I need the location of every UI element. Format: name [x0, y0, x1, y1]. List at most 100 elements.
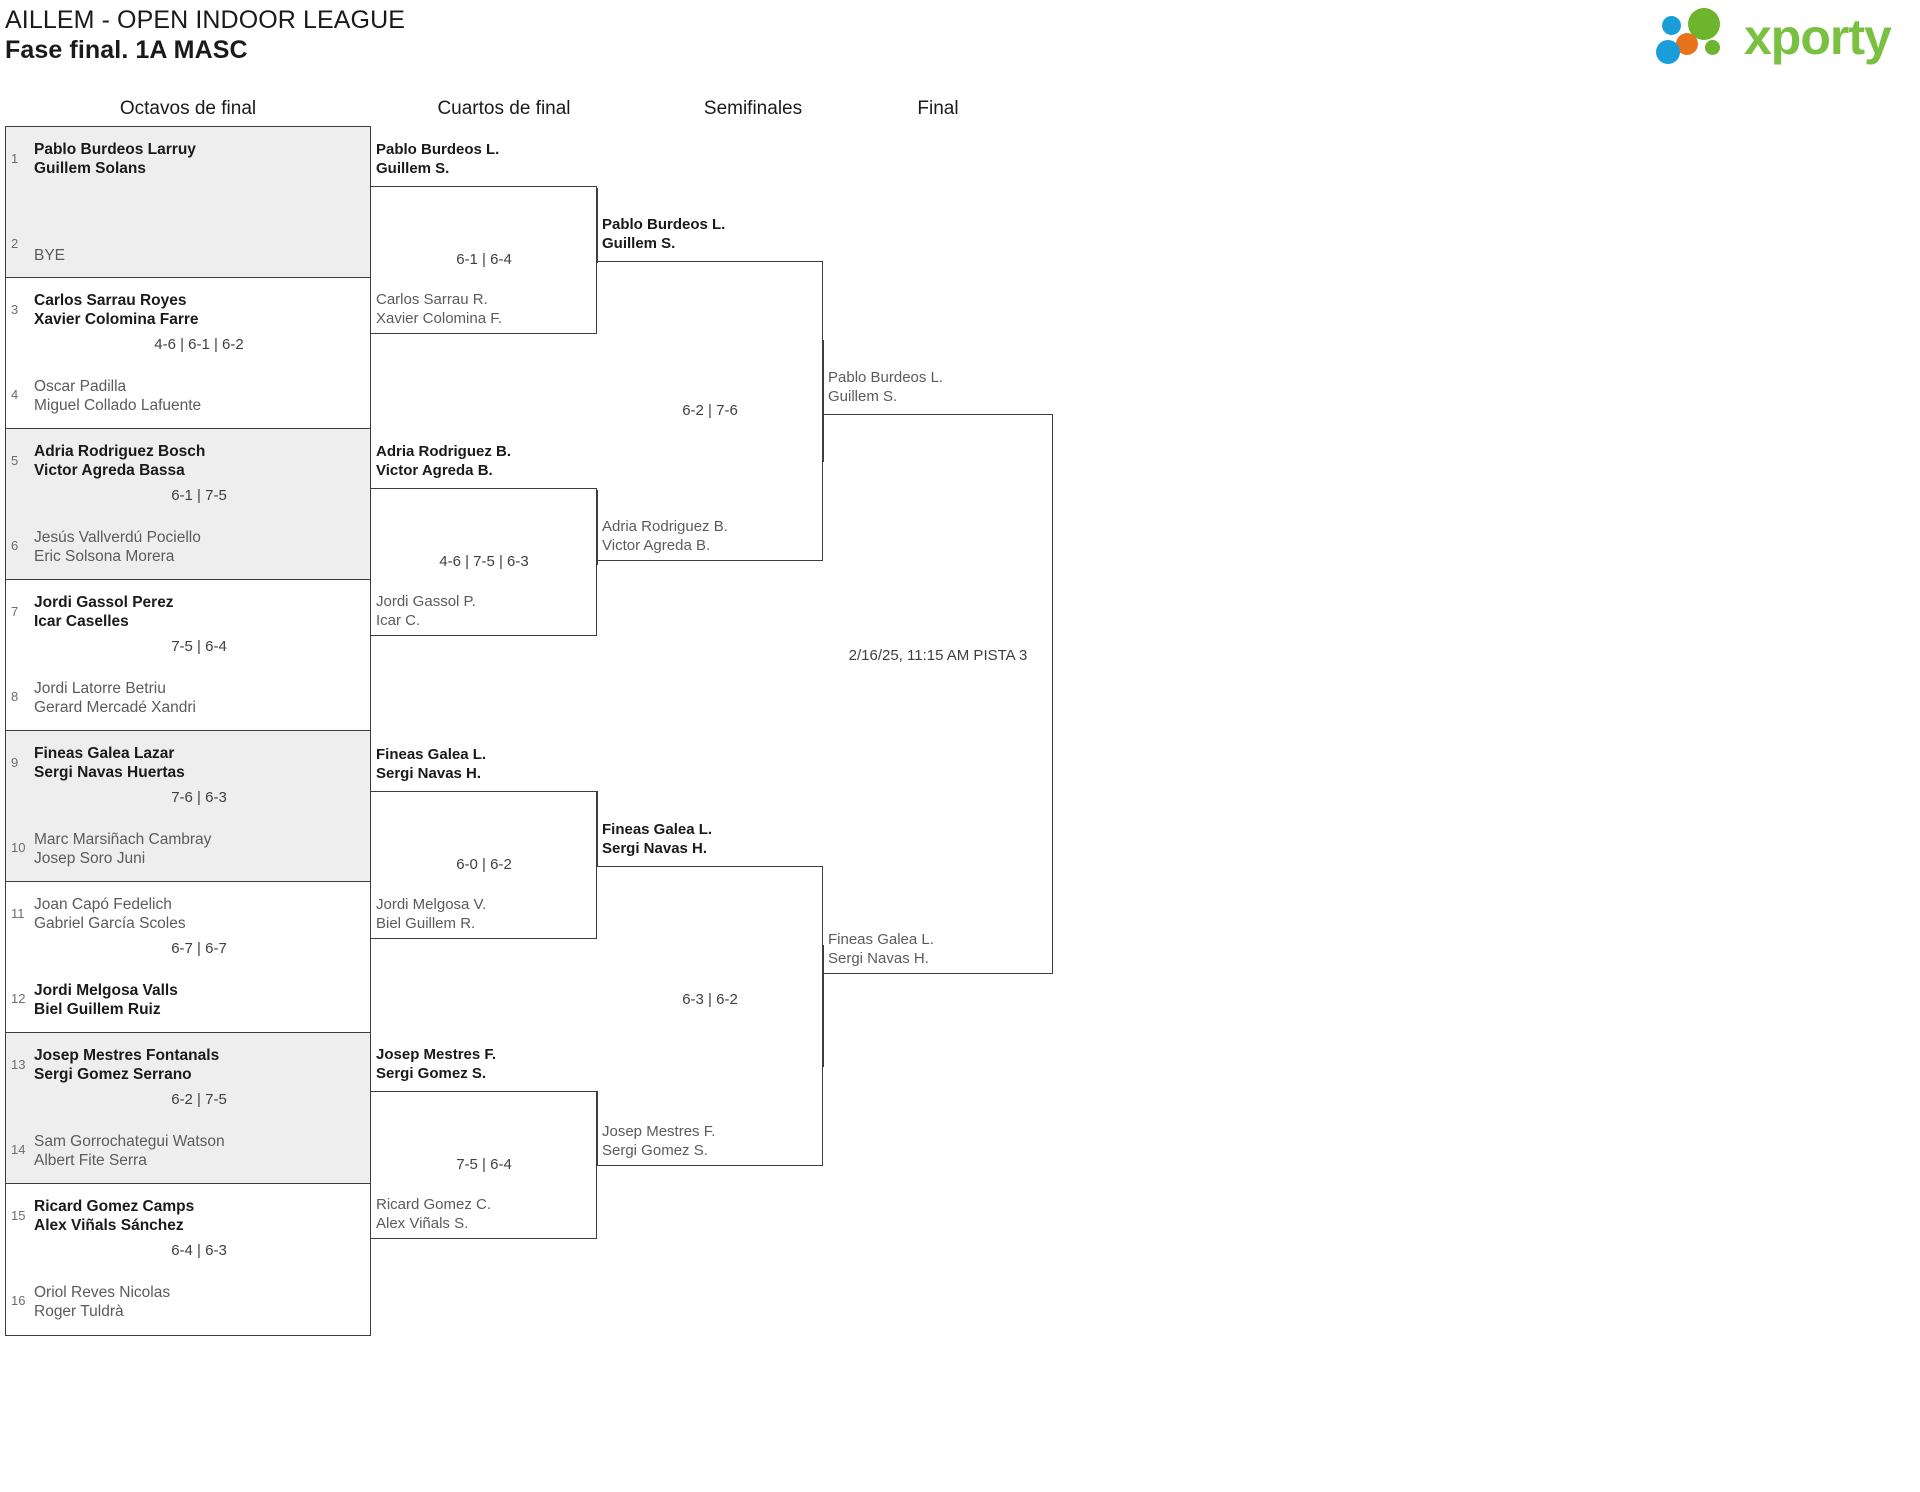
team-top: Adria Rodriguez Bosch Victor Agreda Bass… — [34, 442, 364, 480]
team-bottom: Fineas Galea L. Sergi Navas H. — [828, 930, 934, 968]
connector-line — [597, 490, 598, 565]
match-bracket-box — [371, 1091, 597, 1239]
logo-dot-orange — [1676, 33, 1698, 55]
team-player2: Miguel Collado Lafuente — [34, 397, 202, 414]
team-player2: Icar Caselles — [34, 613, 129, 630]
seed-number: 5 — [11, 453, 19, 468]
match-score: 6-4 | 6-3 — [171, 1242, 227, 1259]
round2-match[interactable]: Pablo Burdeos L. Guillem S. 6-1 | 6-4 Ca… — [371, 140, 597, 350]
seed-number: 10 — [11, 840, 26, 855]
team-player2: Sergi Navas H. — [828, 950, 929, 967]
match-bracket-box — [371, 488, 597, 636]
round2-match[interactable]: Fineas Galea L. Sergi Navas H. 6-0 | 6-2… — [371, 745, 597, 955]
logo-dot-green-small — [1705, 40, 1720, 55]
seed-number: 2 — [11, 236, 19, 251]
team-player1: Jordi Melgosa V. — [376, 896, 487, 913]
team-bottom: Adria Rodriguez B. Victor Agreda B. — [602, 517, 728, 555]
team-player1: Jordi Gassol Perez — [34, 594, 174, 611]
team-top: Ricard Gomez Camps Alex Viñals Sánchez — [34, 1197, 364, 1235]
match-score: 6-3 | 6-2 — [682, 991, 738, 1008]
connector-line — [597, 791, 598, 866]
match-bracket-box — [823, 414, 1053, 974]
round3-match[interactable]: Pablo Burdeos L. Guillem S. 6-2 | 7-6 Ad… — [597, 215, 823, 585]
seed-number: 1 — [11, 151, 19, 166]
team-player1: Oscar Padilla — [34, 378, 127, 395]
connector-line — [597, 1091, 598, 1166]
team-player2: Victor Agreda B. — [376, 462, 493, 479]
seed-number: 9 — [11, 755, 19, 770]
team-player1: Adria Rodriguez B. — [602, 518, 728, 535]
team-player1: Josep Mestres F. — [602, 1123, 716, 1140]
team-player2: Icar C. — [376, 612, 421, 629]
round3-match[interactable]: Fineas Galea L. Sergi Navas H. 6-3 | 6-2… — [597, 820, 823, 1190]
match-score: 6-1 | 6-4 — [456, 251, 512, 268]
team-player1: Jordi Gassol P. — [376, 593, 476, 610]
round1-match[interactable]: 15 Ricard Gomez Camps Alex Viñals Sánche… — [6, 1184, 370, 1335]
match-score: 6-1 | 7-5 — [171, 487, 227, 504]
team-player1: Fineas Galea L. — [828, 931, 934, 948]
page-subtitle: Fase final. 1A MASC — [5, 36, 248, 64]
round1-match[interactable]: 11 Joan Capó Fedelich Gabriel García Sco… — [6, 882, 370, 1033]
connector-line — [597, 188, 598, 263]
round1-match[interactable]: 3 Carlos Sarrau Royes Xavier Colomina Fa… — [6, 278, 370, 429]
match-score: 6-2 | 7-5 — [171, 1091, 227, 1108]
team-player1: Oriol Reves Nicolas — [34, 1284, 171, 1301]
team-player2: Josep Soro Juni — [34, 850, 146, 867]
seed-number: 16 — [11, 1293, 26, 1308]
match-score: 7-6 | 6-3 — [171, 789, 227, 806]
round1-match[interactable]: 1 Pablo Burdeos Larruy Guillem Solans 2 … — [6, 127, 370, 278]
team-player1: Jesús Vallverdú Pociello — [34, 529, 201, 546]
team-top: Jordi Gassol Perez Icar Caselles — [34, 593, 364, 631]
match-schedule: 2/16/25, 11:15 AM PISTA 3 — [848, 647, 1028, 664]
seed-number: 4 — [11, 387, 19, 402]
team-bottom: Josep Mestres F. Sergi Gomez S. — [602, 1122, 715, 1160]
match-score: 7-5 | 6-4 — [456, 1156, 512, 1173]
round2-match[interactable]: Josep Mestres F. Sergi Gomez S. 7-5 | 6-… — [371, 1045, 597, 1255]
logo-wordmark: xporty — [1744, 9, 1892, 65]
team-top: Carlos Sarrau Royes Xavier Colomina Farr… — [34, 291, 364, 329]
round1-match[interactable]: 5 Adria Rodriguez Bosch Victor Agreda Ba… — [6, 429, 370, 580]
team-player2: Sergi Navas H. — [602, 840, 708, 857]
seed-number: 14 — [11, 1142, 26, 1157]
team-player1: Carlos Sarrau R. — [376, 291, 488, 308]
team-player2: Sergi Gomez Serrano — [34, 1066, 192, 1083]
team-bottom: Sam Gorrochategui Watson Albert Fite Ser… — [34, 1132, 364, 1170]
team-player2: Gerard Mercadé Xandri — [34, 699, 196, 716]
team-player1: Fineas Galea L. — [376, 746, 487, 763]
seed-number: 13 — [11, 1057, 26, 1072]
team-top: Josep Mestres Fontanals Sergi Gomez Serr… — [34, 1046, 364, 1084]
team-player1: Jordi Melgosa Valls — [34, 982, 178, 999]
round2-match[interactable]: Adria Rodriguez B. Victor Agreda B. 4-6 … — [371, 442, 597, 652]
round4-match[interactable]: Pablo Burdeos L. Guillem S. 2/16/25, 11:… — [823, 368, 1053, 1028]
team-player1: Jordi Latorre Betriu — [34, 680, 166, 697]
team-player1: Pablo Burdeos L. — [602, 216, 726, 233]
team-player1: Josep Mestres F. — [376, 1046, 497, 1063]
round1-match[interactable]: 9 Fineas Galea Lazar Sergi Navas Huertas… — [6, 731, 370, 882]
team-player2: Xavier Colomina Farre — [34, 311, 199, 328]
team-top: Pablo Burdeos L. Guillem S. — [602, 215, 725, 253]
round1-match[interactable]: 7 Jordi Gassol Perez Icar Caselles 7-5 |… — [6, 580, 370, 731]
round-header-cuartos: Cuartos de final — [437, 98, 571, 119]
team-player2: Guillem S. — [376, 160, 450, 177]
match-bracket-box — [371, 791, 597, 939]
team-top: Fineas Galea Lazar Sergi Navas Huertas — [34, 744, 364, 782]
team-top: Joan Capó Fedelich Gabriel García Scoles — [34, 895, 364, 933]
seed-number: 12 — [11, 991, 26, 1006]
logo-dot-blue-small — [1662, 16, 1681, 35]
team-player1: Carlos Sarrau Royes — [34, 292, 187, 309]
team-player2: Victor Agreda Bassa — [34, 462, 185, 479]
team-bottom: Jesús Vallverdú Pociello Eric Solsona Mo… — [34, 528, 364, 566]
team-player2: Sergi Navas Huertas — [34, 764, 185, 781]
team-player2: Victor Agreda B. — [602, 537, 711, 554]
team-player2: Biel Guillem R. — [376, 915, 476, 932]
round1-column: 1 Pablo Burdeos Larruy Guillem Solans 2 … — [5, 126, 371, 1336]
team-player2: Alex Viñals Sánchez — [34, 1217, 184, 1234]
team-bottom: Jordi Melgosa V. Biel Guillem R. — [376, 895, 486, 933]
seed-number: 6 — [11, 538, 19, 553]
team-player1: Adria Rodriguez Bosch — [34, 443, 206, 460]
match-score: 6-7 | 6-7 — [171, 940, 227, 957]
round1-match[interactable]: 13 Josep Mestres Fontanals Sergi Gomez S… — [6, 1033, 370, 1184]
match-score: 6-0 | 6-2 — [456, 856, 512, 873]
team-top: Fineas Galea L. Sergi Navas H. — [602, 820, 712, 858]
